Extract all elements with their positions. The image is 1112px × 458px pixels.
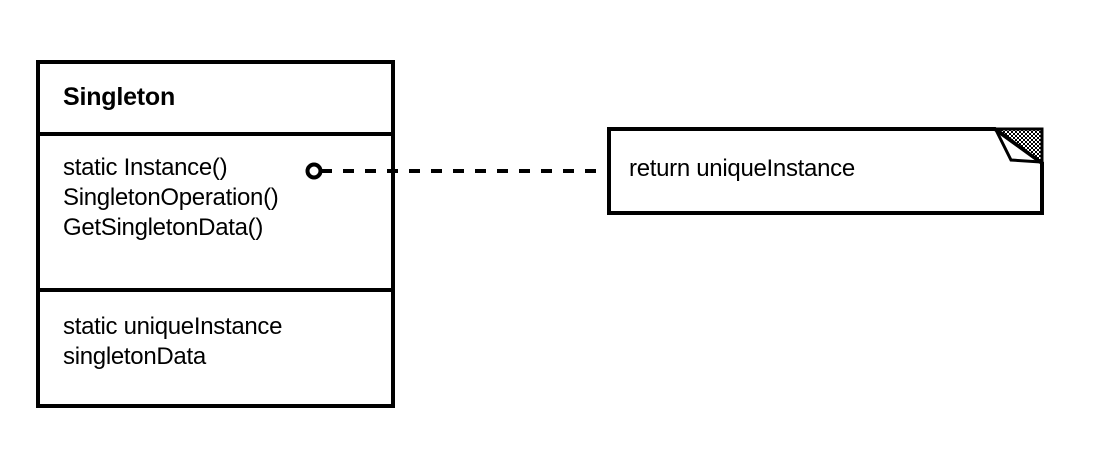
class-name-label: Singleton — [63, 83, 176, 111]
attribute-item: static uniqueInstance — [63, 313, 283, 340]
class-operations-compartment: static Instance() SingletonOperation() G… — [40, 136, 391, 292]
note-anchor-connector — [300, 150, 620, 194]
operation-item: SingletonOperation() — [63, 184, 279, 211]
note-fold-triangle — [991, 127, 1044, 166]
operations-list: static Instance() SingletonOperation() G… — [63, 153, 279, 243]
attribute-item: singletonData — [63, 343, 206, 370]
attributes-list: static uniqueInstance singletonData — [63, 312, 282, 372]
note-shape-svg — [607, 127, 1044, 215]
note-box: return uniqueInstance — [607, 127, 1044, 215]
operation-item: GetSingletonData() — [63, 214, 264, 241]
class-name-compartment: Singleton — [40, 64, 391, 136]
note-outline — [607, 127, 1044, 215]
note-fold-crease — [994, 129, 1042, 164]
connector-svg — [305, 162, 612, 180]
open-circle-marker — [305, 162, 323, 180]
class-attributes-compartment: static uniqueInstance singletonData — [40, 292, 391, 404]
note-text-label: return uniqueInstance — [629, 155, 855, 182]
operation-item: static Instance() — [63, 154, 228, 181]
class-box-singleton: Singleton static Instance() SingletonOpe… — [36, 60, 395, 408]
